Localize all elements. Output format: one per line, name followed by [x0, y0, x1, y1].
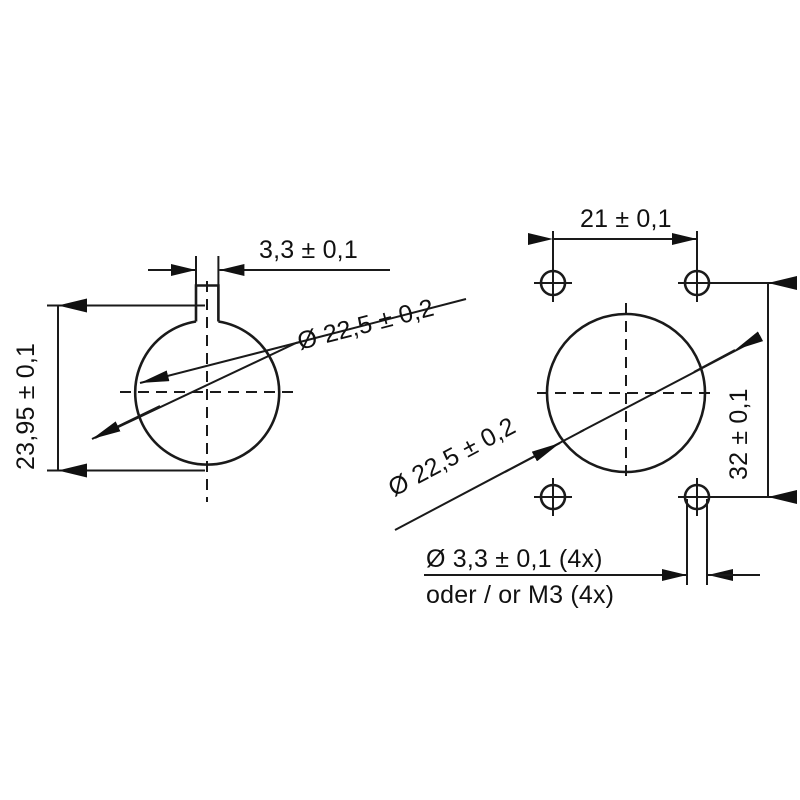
- overall-height-dimension: [47, 298, 205, 478]
- right-view-group: 21 ± 0,1 32 ± 0,1 Ø 22,5 ± 0,2: [384, 205, 797, 609]
- overall-height-label: 23,95 ± 0,1: [12, 343, 40, 470]
- mounting-hole-note-leader: [424, 499, 760, 585]
- right-bore-leader-arrow-upper: [693, 331, 764, 373]
- hole-spacing-vertical-dimension: [699, 276, 797, 504]
- right-bore-diameter-label: Ø 22,5 ± 0,2: [384, 412, 521, 502]
- slot-width-label: 3,3 ± 0,1: [259, 236, 358, 264]
- left-view-group: 3,3 ± 0,1 23,95 ± 0,1 Ø 22,5 ± 0,2: [12, 236, 467, 502]
- hole-spacing-vertical-label: 32 ± 0,1: [725, 388, 753, 480]
- left-bore-diameter-leader: [91, 298, 467, 440]
- left-bore-leader-arrow-lower: [91, 405, 161, 440]
- hole-spacing-horizontal-label: 21 ± 0,1: [580, 205, 672, 233]
- right-bore-diameter-leader: [394, 331, 764, 531]
- mounting-hole-bottom-left: [534, 478, 572, 516]
- right-bore-leader-arrow-lower: [504, 442, 561, 473]
- mounting-hole-diameter-label: Ø 3,3 ± 0,1 (4x): [426, 545, 603, 573]
- slot-width-dimension: [148, 256, 390, 320]
- left-bore-leader-arrow-upper: [139, 341, 301, 384]
- hole-spacing-horizontal-dimension: [528, 231, 698, 271]
- left-bore-leader-upper-segment: [295, 298, 467, 344]
- left-bore-diameter-label: Ø 22,5 ± 0,2: [294, 294, 436, 356]
- mounting-hole-alternative-label: oder / or M3 (4x): [426, 581, 614, 609]
